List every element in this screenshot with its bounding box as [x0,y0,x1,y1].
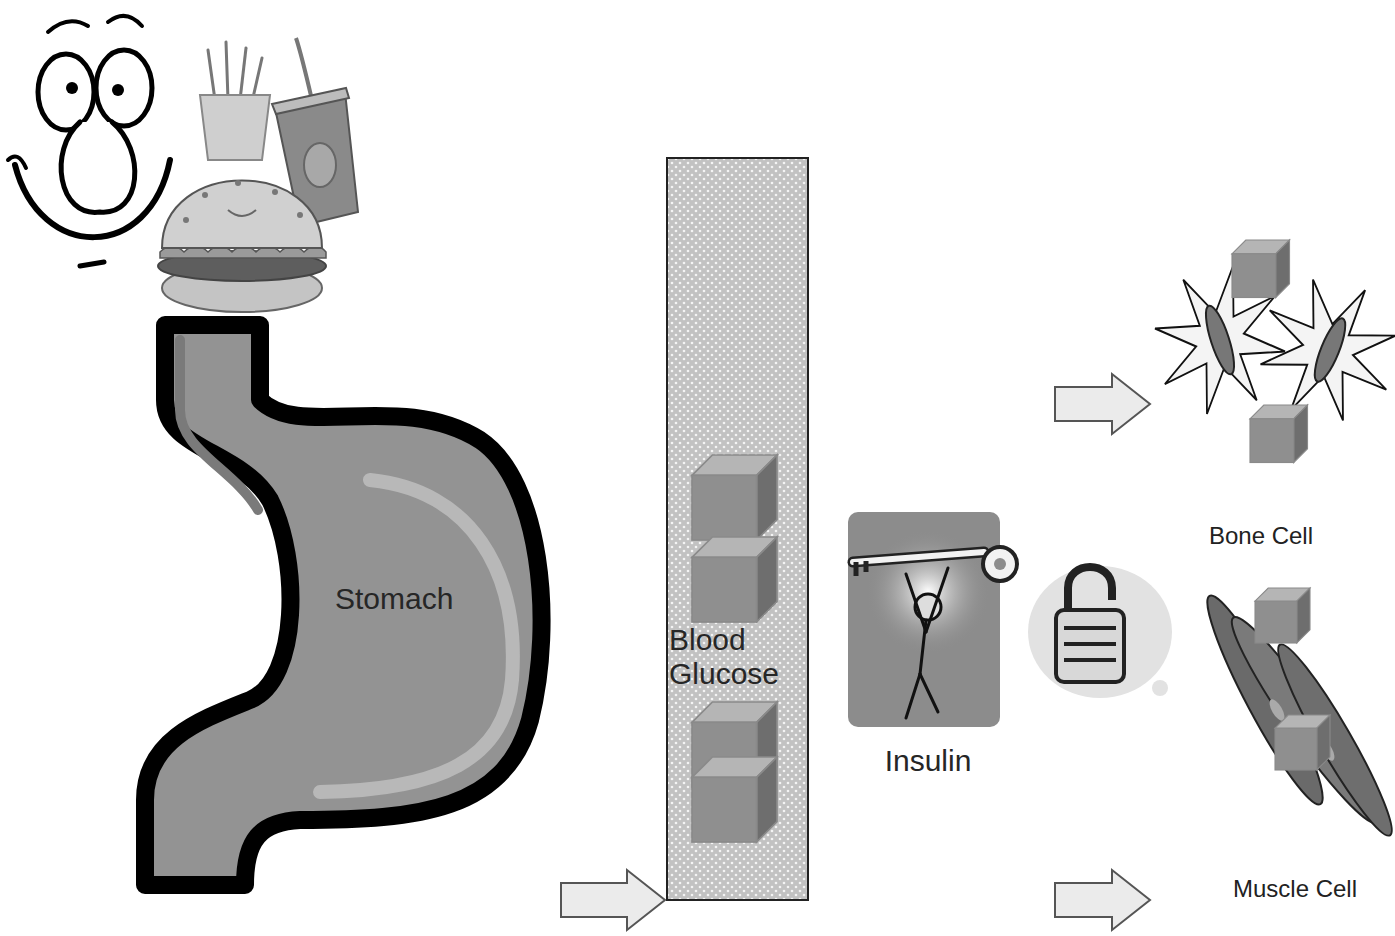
muscle-cell-outline [1205,580,1385,840]
cell-label: Muscle Cell [1205,876,1385,903]
fries [200,42,270,160]
bone-cell: Bone Cell [1150,225,1388,560]
insulin-box: Insulin [848,512,1012,787]
bone-cell-outline [1150,225,1388,525]
bar-label: Blood Glucose [669,623,805,690]
cell-label: Bone Cell [1150,523,1372,550]
cartoon-face [8,16,170,266]
padlock [1028,566,1172,698]
block-arrow [561,870,665,930]
stomach-organ-outline [140,320,560,920]
block-arrow [1055,870,1150,930]
hormone-label: Insulin [848,744,1008,778]
hamburger [158,180,326,312]
block-arrow [1055,374,1150,434]
blood-glucose-bar-outline [666,157,809,901]
muscle-cell: Muscle Cell [1205,580,1389,920]
blood-glucose-bar: Blood Glucose [666,157,809,901]
stomach-organ: Stomach [140,320,560,920]
organ-label: Stomach [335,582,453,616]
insulin-box-outline [848,512,1008,727]
